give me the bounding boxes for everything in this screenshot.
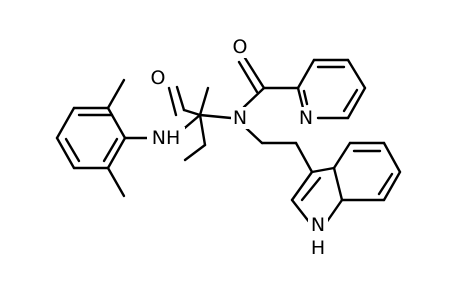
bond-py-f <box>296 86 305 110</box>
atom-label-n-pyridine: N <box>299 107 313 129</box>
bond-indole-5d <box>332 166 344 202</box>
atom-label-nh: NH <box>152 127 181 149</box>
bond-co2-b <box>237 60 259 94</box>
bond-lines <box>55 56 402 225</box>
bond-n-carbonyl <box>242 86 266 109</box>
atom-label-o2: O <box>233 36 248 58</box>
atom-tertiary-nitrogen: N <box>231 107 249 129</box>
atom-labels: O NH N O N N H <box>147 36 328 260</box>
atom-label-h-indole: H <box>311 237 325 259</box>
bond-py-inner-2 <box>342 88 359 113</box>
atom-label-n-indole: N <box>311 214 325 236</box>
bond-py-c <box>346 58 367 90</box>
bond-indole-6c <box>382 141 402 174</box>
atom-pyridine-nitrogen: N <box>297 107 315 129</box>
bond-methyl-top <box>106 78 126 110</box>
bond-py-a <box>296 58 316 90</box>
bond-indole-6a <box>332 141 352 170</box>
bond-indole-6d <box>382 170 402 202</box>
bond-ring1-c <box>55 106 76 140</box>
bond-indole-5b <box>290 198 312 225</box>
bond-ring1-inner-3 <box>102 137 119 163</box>
bond-n-ch2 <box>244 126 264 145</box>
bond-methyl-bottom <box>106 166 126 198</box>
bond-py-d <box>346 86 367 120</box>
bond-indole-inner-6b <box>377 172 394 196</box>
atom-indole-nh: N H <box>308 214 328 260</box>
bond-carbonyl-quaternary <box>182 108 202 117</box>
atom-amide-nh: NH <box>147 127 185 149</box>
bond-co-lower <box>175 85 186 112</box>
bond-indole-inner-5 <box>300 176 322 202</box>
bond-co-upper <box>167 86 178 117</box>
bond-indole-5a <box>290 170 314 202</box>
atom-label-o1: O <box>151 67 166 89</box>
bond-quaternary-ethyl <box>198 113 207 147</box>
atom-picolinoyl-oxygen: O <box>231 36 249 58</box>
bond-ethyl-terminal <box>183 143 207 162</box>
bond-co2-a <box>243 56 266 90</box>
bond-ring1-d <box>55 136 76 170</box>
bond-ring1-f <box>106 136 127 170</box>
atom-label-n-tertiary: N <box>233 107 247 129</box>
atom-amide-carbonyl-oxygen: O <box>149 67 167 89</box>
bond-indole-5c <box>324 198 344 225</box>
bond-ch2-indole <box>294 141 314 174</box>
bond-quaternary-methyl <box>198 86 210 117</box>
bond-quaternary-n <box>198 113 233 120</box>
bond-ring1-inner-2 <box>64 137 81 163</box>
bond-py-inner-3 <box>302 89 309 106</box>
bond-ring1-a <box>106 106 127 140</box>
bond-indole-5e <box>310 166 336 174</box>
